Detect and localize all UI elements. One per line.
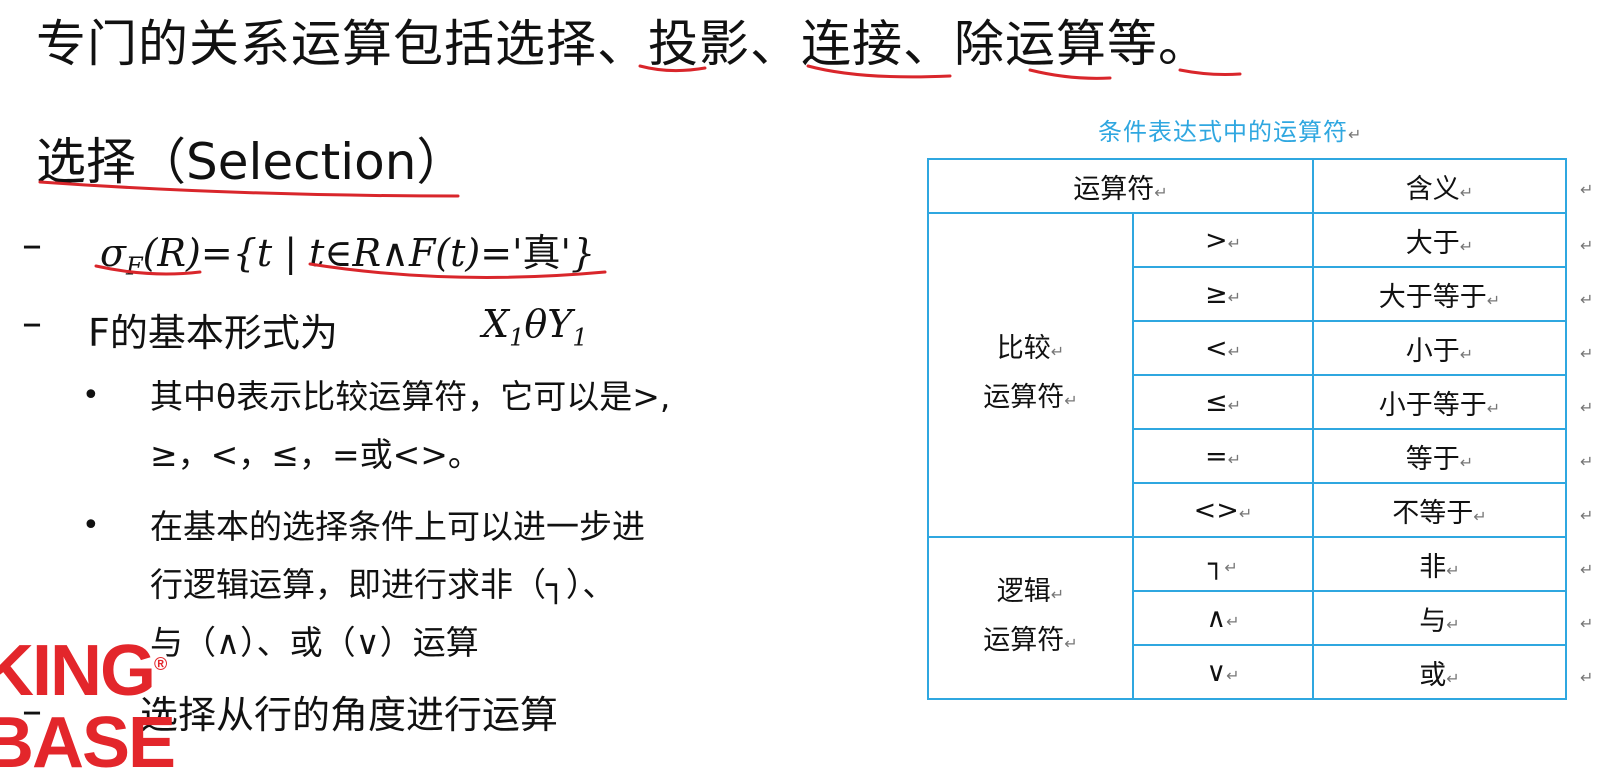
table-row: ≤↵ 小于等于↵ (928, 374, 1567, 430)
table-row: =↵ 等于↵ (928, 428, 1567, 484)
dash-marker: – (22, 688, 42, 734)
bullet-text-line: ≥，<，≤，=或<>。 (150, 435, 481, 474)
table-row: ≥↵ 大于等于↵ (928, 266, 1567, 322)
op-cell: <↵ (1132, 320, 1314, 376)
basic-form-label: F的基本形式为 (88, 311, 338, 355)
op-cell: =↵ (1132, 428, 1314, 484)
selection-formula: σF(R)={t | t∈R∧F(t)='真'} (100, 231, 596, 281)
table-row: 比较↵ 运算符↵ >↵ 大于↵ (927, 212, 1567, 538)
bullet-text-line: 行逻辑运算，即进行求非（┐）、 (150, 565, 616, 604)
basic-form-formula: X1θY1 (482, 302, 588, 352)
paragraph-mark: ↵ (1580, 668, 1594, 687)
meaning-cell: 小于↵ (1312, 320, 1567, 376)
table-row: ∧↵ 与↵ (928, 590, 1567, 646)
logo-line-2: BASE (0, 703, 176, 783)
meaning-cell: 等于↵ (1312, 428, 1567, 484)
meaning-cell: 大于↵ (1312, 212, 1567, 268)
group-logical: 逻辑↵ 运算符↵ (927, 536, 1134, 700)
group-comparison: 比较↵ 运算符↵ (927, 212, 1134, 538)
meaning-cell: 不等于↵ (1312, 482, 1567, 538)
op-cell: ∧↵ (1132, 590, 1314, 646)
bullet-text-line: 在基本的选择条件上可以进一步进 (150, 507, 645, 546)
kingbase-logo: KING® BASE (0, 628, 176, 783)
meaning-cell: 或↵ (1312, 644, 1567, 700)
meaning-cell: 与↵ (1312, 590, 1567, 646)
table-header-row: 运算符↵ 含义↵ (927, 158, 1567, 214)
paragraph-mark: ↵ (1580, 614, 1594, 633)
row-perspective-text: 选择从行的角度进行运算 (140, 693, 559, 737)
dash-marker: – (22, 222, 42, 268)
meaning-cell: 小于等于↵ (1312, 374, 1567, 430)
paragraph-mark: ↵ (1580, 560, 1594, 579)
table-row: <>↵ 不等于↵ (928, 482, 1567, 538)
paragraph-mark: ↵ (1580, 506, 1594, 525)
table-row: ∨↵ 或↵ (928, 644, 1567, 700)
paragraph-mark: ↵ (1580, 180, 1594, 199)
dash-marker: – (22, 300, 42, 346)
bullet-text-line: 与（∧）、或（∨）运算 (150, 623, 479, 662)
table-row: <↵ 小于↵ (928, 320, 1567, 376)
header-meaning: 含义↵ (1312, 158, 1567, 214)
bullet-marker: • (82, 378, 100, 413)
section-title: 选择（Selection） (36, 133, 467, 191)
op-cell: ┐↵ (1132, 536, 1314, 592)
bullet-marker: • (82, 508, 100, 543)
logo-line-1: KING (0, 631, 156, 711)
meaning-cell: 大于等于↵ (1312, 266, 1567, 322)
table-row: 逻辑↵ 运算符↵ ┐↵ 非↵ (927, 536, 1567, 700)
operator-table: 运算符↵ 含义↵ 比较↵ 运算符↵ >↵ 大于↵ ≥↵ 大于等于↵ <↵ 小于↵… (927, 158, 1567, 700)
op-cell: >↵ (1132, 212, 1314, 268)
paragraph-mark: ↵ (1580, 344, 1594, 363)
logo-reg-mark: ® (154, 654, 167, 674)
slide-headline: 专门的关系运算包括选择、投影、连接、除运算等。 (36, 15, 1209, 73)
op-cell: <>↵ (1132, 482, 1314, 538)
table-caption: 条件表达式中的运算符↵ (1098, 118, 1363, 146)
paragraph-mark: ↵ (1580, 290, 1594, 309)
meaning-cell: 非↵ (1312, 536, 1567, 592)
op-cell: ≤↵ (1132, 374, 1314, 430)
op-cell: ≥↵ (1132, 266, 1314, 322)
paragraph-mark: ↵ (1580, 236, 1594, 255)
bullet-text-line: 其中θ表示比较运算符，它可以是>, (150, 377, 671, 416)
op-cell: ∨↵ (1132, 644, 1314, 700)
header-operator: 运算符↵ (927, 158, 1314, 214)
paragraph-mark: ↵ (1580, 452, 1594, 471)
paragraph-mark: ↵ (1580, 398, 1594, 417)
